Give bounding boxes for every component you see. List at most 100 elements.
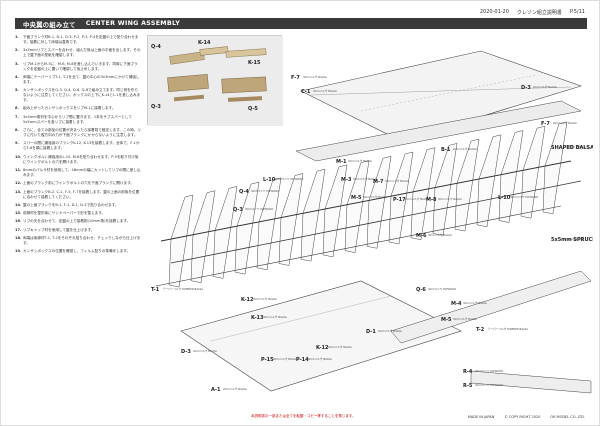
step-text: ウイングボルト補強用のL-10, M-6を貼り合わせます。P-5を取り付け後にウ…	[23, 154, 139, 164]
step-number: 6.	[15, 106, 19, 111]
lower-rear-sheet	[390, 270, 592, 344]
step-number: 18.	[15, 236, 22, 241]
kanzashi-box-photo: Q-4 K-14 K-15 Q-3 Q-5	[147, 35, 283, 126]
step-number: 15.	[15, 211, 22, 216]
step-item: 12.上面のプランク前にウイングボルトの穴を下面プランクに開けます。	[15, 181, 141, 186]
photo-label-q5: Q-5	[248, 106, 258, 112]
step-number: 4.	[15, 74, 19, 79]
step-text: カンザシボックスの位置を確認し、フィルム貼りの準備をします。	[23, 249, 131, 254]
wing-rib	[256, 177, 282, 271]
wing-rib	[410, 147, 436, 240]
part-code-label: M-5	[441, 317, 452, 323]
photo-label-k15: K-15	[248, 60, 261, 66]
step-item: 18.両端は後縁材T-1, T-2をそれぞれ貼り合わせ、チェックしながら仕上げま…	[15, 236, 141, 246]
part-spec-label: 3mmバルサ BALSA	[273, 357, 297, 361]
wing-rib	[432, 143, 458, 236]
part-spec-label: 2mmバルサ BALSA	[533, 85, 557, 89]
step-item: 8.さらに、全ての部品の位置が決まったら接着剤で固定します。この時、リブに付いた…	[15, 128, 141, 138]
wing-tip-detail	[470, 370, 592, 394]
part-code-label: M-4	[451, 301, 462, 307]
step-text: リブの天を合わせて、定盤の上で接着剤(10mm角)を接着します。	[23, 219, 131, 224]
photo-label-q3: Q-3	[151, 104, 161, 110]
step-number: 13.	[15, 189, 22, 194]
part-code-label: L-10	[263, 177, 276, 183]
part-code-label: M-6	[416, 233, 427, 239]
part-code-label: M-1	[336, 159, 347, 165]
wing-rib	[454, 138, 480, 232]
step-number: 1.	[15, 35, 19, 39]
step-text: カンザシボックスをQ-3, Q-4, Q-6, Q-8で組み立てます。同じ例を作…	[23, 88, 141, 103]
part-spec-label: 3mmベニヤ PLYWOOD	[475, 383, 503, 387]
step-item: 9.スパーの間に補強用のプランクK-12, K-13を接着します。全体で、F-1…	[15, 141, 141, 151]
part-code-label: R-4	[463, 369, 473, 375]
part-code-label: R-5	[463, 383, 473, 389]
step-item: 1.下面プランク材B-1, D-1, D-3, P-2, P-3, P-4を定盤…	[15, 35, 141, 45]
part-code-label: Q-3	[233, 207, 243, 213]
section-title-en: CENTER WING ASSEMBLY	[85, 20, 181, 27]
step-item: 19.カンザシボックスの位置を確認し、フィルム貼りの準備をします。	[15, 249, 141, 254]
part-spec-label: 3mmベニヤ PLYWOOD	[510, 195, 538, 199]
step-item: 10.ウイングボルト補強用のL-10, M-6を貼り合わせます。P-5を取り付け…	[15, 155, 141, 165]
wing-rib	[322, 164, 348, 258]
part-spec-label: 3mmバルサ BALSA	[328, 345, 352, 349]
part-spec-label: 3mmバルサ BALSA	[353, 177, 377, 181]
part-code-label: 5x5mm SPRUCE	[551, 237, 593, 243]
part-code-label: A-1	[211, 387, 221, 393]
step-number: 12.	[15, 181, 22, 186]
part-spec-label: 3mmベニヤ PLYWOOD	[245, 207, 273, 211]
step-text: 両端にテーパーリブT-1, T-2を全て、翼の中心の3x3mmにかけて補強します…	[23, 74, 140, 84]
part-code-label: SHAPED BALSA	[551, 145, 593, 151]
wing-rib	[344, 160, 370, 253]
step-item: 6.組み上がったカンザシボックスをリブM-1に接着します。	[15, 106, 141, 111]
part-spec-label: 3mmバルサ BALSA	[263, 315, 287, 319]
part-spec-label: 2mmバルサ BALSA	[223, 387, 247, 391]
step-text: リブキャップ材を使用して翼を仕上げます。	[23, 227, 95, 232]
photo-label-q4: Q-4	[151, 44, 161, 50]
part-code-label: Q-6	[416, 287, 426, 293]
step-text: リブM-1からM-5に、M-6, M-8を差し込んでいきます。同時に下面プランク…	[23, 61, 138, 71]
step-number: 11.	[15, 167, 22, 172]
trailing-edge	[155, 205, 562, 287]
copy-notice: 本説明書の一部または全てを転載・コピー等することを禁じます。	[251, 414, 356, 418]
step-text: スパーの間に補強用のプランクK-12, K-13を接着します。全体で、F-1から…	[23, 141, 140, 151]
part-code-label: F-7	[291, 75, 300, 81]
step-number: 17.	[15, 227, 22, 232]
wing-rib	[190, 190, 216, 283]
step-text: 上面のプランクB-2, C-1, F-5, F-7を接着します。翼の上面の前後を…	[23, 189, 140, 199]
wing-rib	[278, 173, 304, 266]
step-item: 11.8mmのバルサ材を使用して、48mmの幅にカットしてリブの間に差し込みます…	[15, 168, 141, 178]
wing-rib	[366, 155, 392, 249]
section-title-bar: 中央翼の組み立て CENTER WING ASSEMBLY	[15, 18, 587, 29]
part-spec-label: 3mmベニヤ PLYWOOD	[251, 189, 279, 193]
wing-rib	[300, 168, 326, 262]
part-code-label: K-12	[316, 345, 329, 351]
step-number: 16.	[15, 219, 22, 224]
part-spec-label: 5x5mm角 ひのき	[563, 237, 584, 241]
part-code-label: T-2	[476, 327, 485, 333]
part-code-label: P-17	[393, 197, 406, 203]
part-spec-label: 3mmバルサ BALSA	[385, 179, 409, 183]
doc-date: 2020-01-20	[479, 9, 509, 15]
step-number: 5.	[15, 88, 19, 93]
step-text: 8mmのバルサ材を使用して、48mmの幅にカットしてリブの間に差し込みます。	[23, 167, 141, 177]
part-code-label: D-3	[181, 349, 191, 355]
part-code-label: M-8	[426, 197, 437, 203]
assembly-steps: 1.下面プランク材B-1, D-1, D-3, P-2, P-3, P-4を定盤…	[15, 35, 141, 258]
footer-info: MADE IN JAPAN © COPY RIGHT 2020 OK MODEL…	[468, 415, 585, 419]
part-spec-label: 3mmバルサ BALSA	[303, 75, 327, 79]
part-spec-label: 3mmバルサ BALSA	[253, 297, 277, 301]
part-code-label: M-7	[373, 179, 384, 185]
step-number: 8.	[15, 128, 19, 133]
step-text: 3x3mm角材を中心からリブ間に置きます。1本をサブスパーとして5x5mmスパー…	[23, 114, 132, 124]
step-text: 上面のプランク前にウイングボルトの穴を下面プランクに開けます。	[23, 181, 135, 186]
step-item: 13.上面のプランクB-2, C-1, F-5, F-7を接着します。翼の上面の…	[15, 190, 141, 200]
wing-rib	[520, 125, 546, 219]
part-code-label: M-3	[341, 177, 352, 183]
step-item: 14.翼の上面プランクをB-1, F-1, D-1, D-3で貼り合わせます。	[15, 203, 141, 208]
part-spec-label: 2mmバルサ BALSA	[193, 349, 217, 353]
part-spec-label: 3mmベニヤ PLYWOOD	[428, 287, 456, 291]
wing-rib	[476, 134, 502, 228]
made-in: MADE IN JAPAN	[467, 415, 495, 419]
step-number: 19.	[15, 249, 22, 254]
